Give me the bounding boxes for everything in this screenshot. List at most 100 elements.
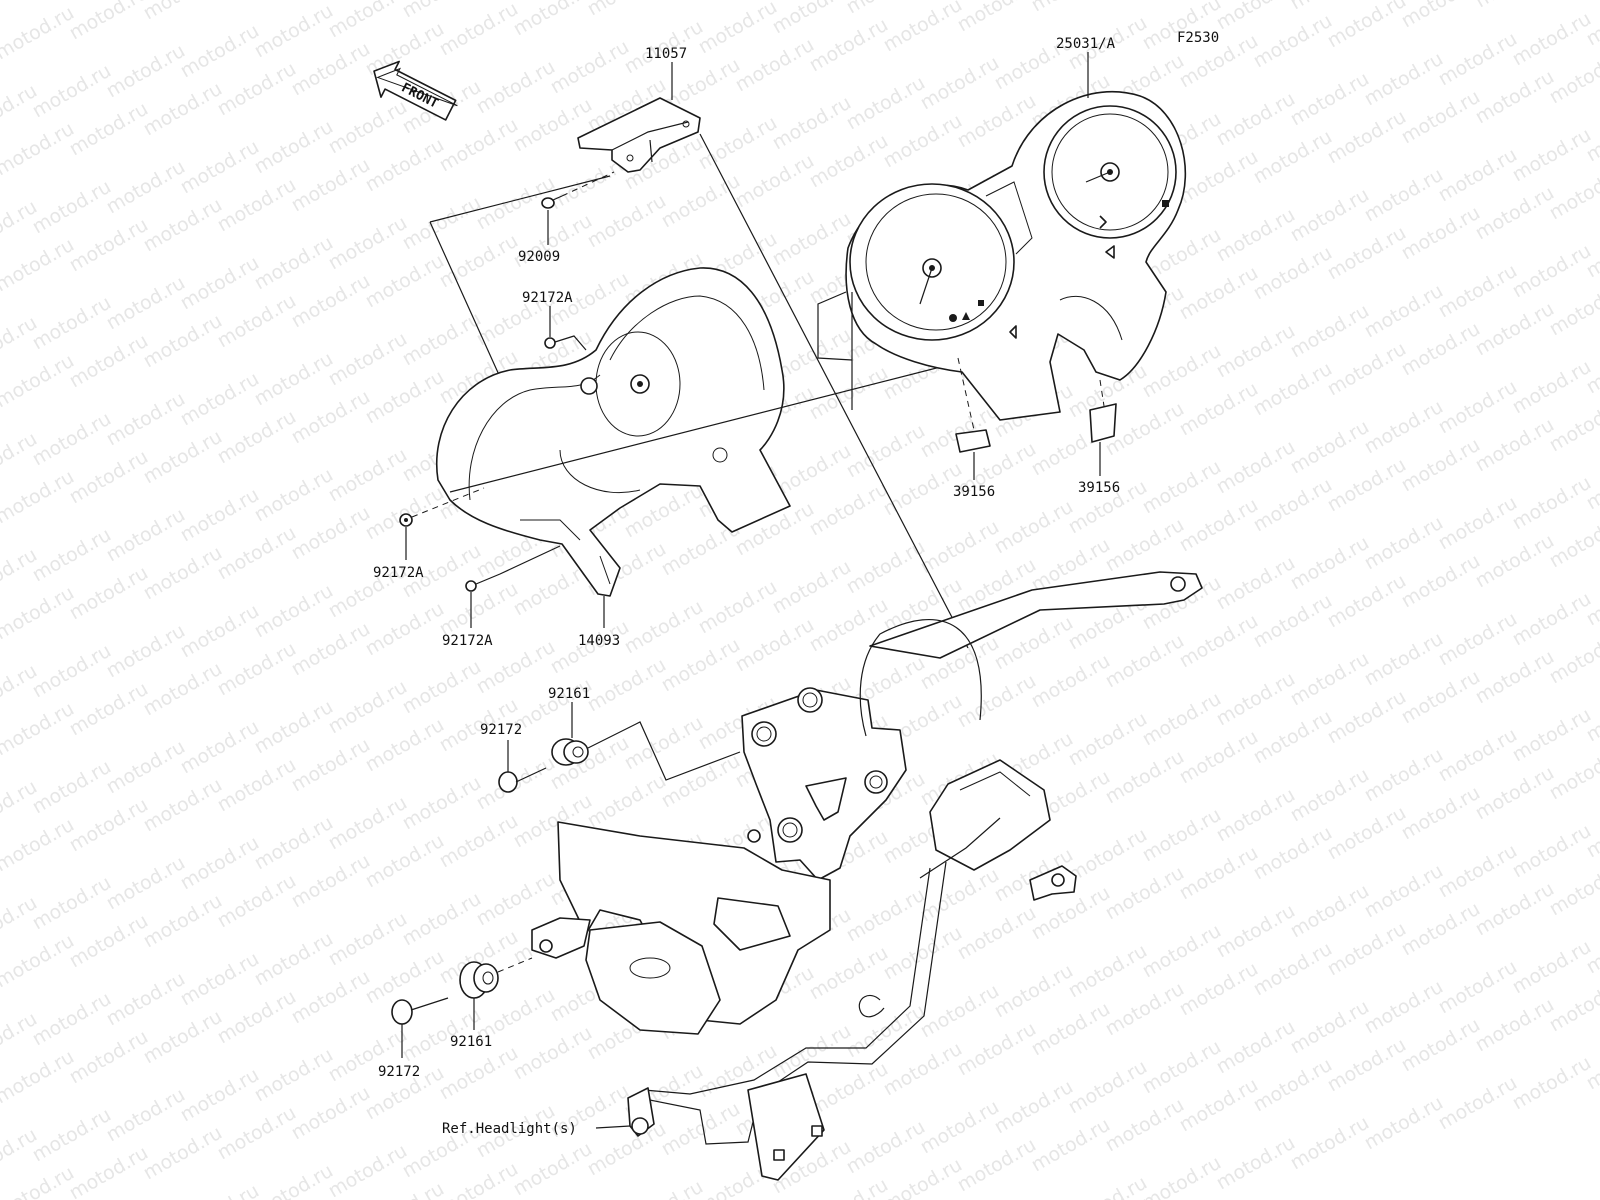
watermark-text: motod.ru (843, 536, 929, 599)
watermark-text: motod.ru (103, 504, 189, 567)
watermark-text: motod.ru (288, 270, 374, 333)
watermark-text: motod.ru (1509, 124, 1595, 187)
watermark-text: motod.ru (1176, 610, 1262, 673)
watermark-text: motod.ru (325, 0, 411, 42)
watermark-text: motod.ru (251, 232, 337, 295)
watermark-text: motod.ru (695, 0, 781, 58)
watermark-text: motod.ru (0, 814, 78, 877)
watermark-text: motod.ru (473, 56, 559, 119)
watermark-text: motod.ru (0, 1182, 4, 1200)
part-label-92172-upper: 92172 (480, 722, 522, 738)
watermark-text: motod.ru (0, 582, 78, 645)
watermark-text: motod.ru (140, 1122, 226, 1185)
watermark-text: motod.ru (362, 1178, 448, 1200)
watermark-text: motod.ru (214, 406, 300, 469)
watermark-text: motod.ru (880, 0, 966, 56)
watermark-text: motod.ru (140, 658, 226, 721)
watermark-text: motod.ru (1398, 666, 1484, 729)
watermark-text: motod.ru (1472, 0, 1558, 12)
watermark-text: motod.ru (1361, 744, 1447, 807)
watermark-text: motod.ru (177, 716, 263, 779)
watermark-text: motod.ru (0, 930, 78, 993)
watermark-text: motod.ru (843, 72, 929, 135)
watermark-text: motod.ru (1509, 936, 1595, 999)
watermark-text: motod.ru (547, 36, 633, 99)
watermark-text: motod.ru (917, 980, 1003, 1043)
watermark-text: motod.ru (29, 524, 115, 587)
screw-92172a-left (399, 487, 485, 527)
watermark-text: motod.ru (436, 230, 522, 293)
watermark-text: motod.ru (1361, 860, 1447, 923)
watermark-text: motod.ru (991, 1076, 1077, 1139)
watermark-text: motod.ru (1213, 668, 1299, 731)
watermark-text: motod.ru (66, 678, 152, 741)
watermark-text: motod.ru (1361, 280, 1447, 343)
watermark-text: motod.ru (1546, 974, 1600, 1037)
watermark-text: motod.ru (1509, 472, 1595, 535)
watermark-text: motod.ru (1028, 998, 1114, 1061)
watermark-text: motod.ru (288, 618, 374, 681)
watermark-text: motod.ru (177, 600, 263, 663)
watermark-text: motod.ru (1324, 106, 1410, 169)
watermark-text: motod.ru (1472, 878, 1558, 941)
watermark-text: motod.ru (1250, 474, 1336, 537)
grommet-92161-upper (551, 721, 741, 781)
watermark-text: motod.ru (1546, 510, 1600, 573)
watermark-text: motod.ru (1028, 1114, 1114, 1177)
watermark-text: motod.ru (1361, 512, 1447, 575)
rubber-pad-39156-left (955, 429, 991, 453)
watermark-text: motod.ru (1361, 1092, 1447, 1155)
watermark-text: motod.ru (954, 902, 1040, 965)
watermark-text: motod.ru (1213, 1132, 1299, 1195)
watermark-text: motod.ru (1546, 626, 1600, 689)
watermark-text: motod.ru (436, 1042, 522, 1105)
watermark-text: motod.ru (917, 400, 1003, 463)
watermark-text: motod.ru (140, 0, 226, 24)
watermark-text: motod.ru (1546, 394, 1600, 457)
watermark-text: motod.ru (214, 0, 300, 4)
watermark-text: motod.ru (732, 34, 818, 97)
watermark-text: motod.ru (66, 794, 152, 857)
part-label-39156-left: 39156 (953, 484, 995, 500)
watermark-text: motod.ru (732, 150, 818, 213)
watermark-text: motod.ru (1546, 858, 1600, 921)
watermark-text: motod.ru (29, 408, 115, 471)
watermark-text: motod.ru (917, 1096, 1003, 1159)
watermark-text: motod.ru (66, 98, 152, 161)
watermark-text: motod.ru (288, 154, 374, 217)
watermark-text: motod.ru (954, 1134, 1040, 1197)
watermark-text: motod.ru (362, 134, 448, 197)
watermark-text: motod.ru (695, 112, 781, 175)
watermark-text: motod.ru (177, 252, 263, 315)
watermark-text: motod.ru (140, 426, 226, 489)
watermark-text: motod.ru (1139, 688, 1225, 751)
watermark-text: motod.ru (1398, 434, 1484, 497)
bracket-11057-drawing (577, 97, 701, 173)
watermark-text: motod.ru (621, 596, 707, 659)
watermark-text: motod.ru (1435, 260, 1521, 323)
watermark-text: motod.ru (0, 1162, 78, 1200)
watermark-text: motod.ru (695, 576, 781, 639)
watermark-text: motod.ru (399, 772, 485, 835)
watermark-text: motod.ru (1250, 590, 1336, 653)
watermark-text: motod.ru (1287, 416, 1373, 479)
watermark-text: motod.ru (288, 386, 374, 449)
watermark-text: motod.ru (806, 942, 892, 1005)
watermark-text: motod.ru (1509, 8, 1595, 71)
watermark-text: motod.ru (1324, 570, 1410, 633)
screw-92172a-top (544, 335, 587, 351)
watermark-text: motod.ru (1287, 648, 1373, 711)
watermark-text: motod.ru (214, 986, 300, 1049)
watermark-text: motod.ru (1435, 492, 1521, 555)
watermark-text: motod.ru (66, 1026, 152, 1089)
watermark-text: motod.ru (658, 1098, 744, 1161)
watermark-text: motod.ru (1435, 28, 1521, 91)
watermark-text: motod.ru (1546, 742, 1600, 805)
watermark-text: motod.ru (1213, 552, 1299, 615)
watermark-text: motod.ru (214, 638, 300, 701)
watermark-text: motod.ru (1250, 822, 1336, 885)
watermark-text: motod.ru (1509, 704, 1595, 767)
watermark-text: motod.ru (1102, 514, 1188, 577)
watermark-text: motod.ru (1287, 68, 1373, 131)
watermark-text: motod.ru (1435, 956, 1521, 1019)
